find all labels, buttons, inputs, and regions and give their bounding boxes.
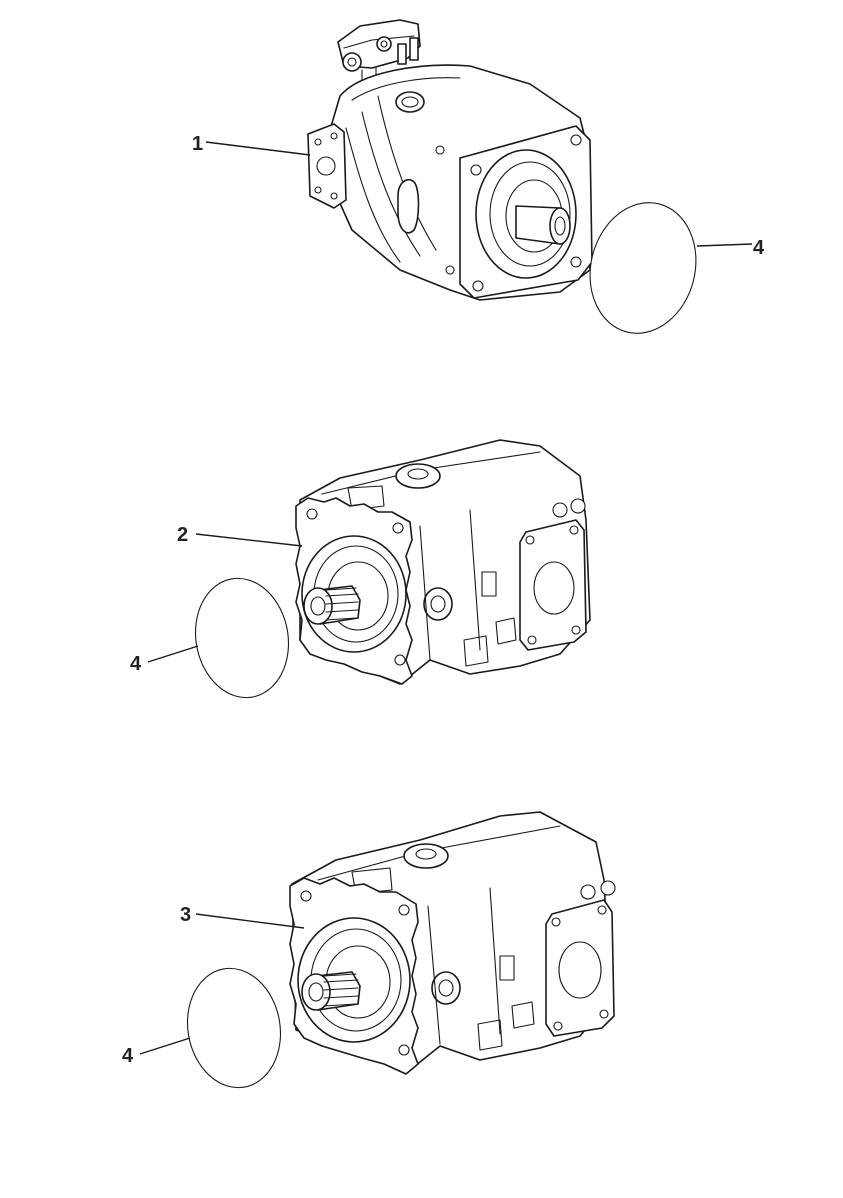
dust-cover-4-middle (194, 577, 290, 699)
leader-4-top (696, 243, 753, 247)
callout-4-top: 4 (753, 237, 765, 259)
dust-cover-4-bottom (186, 967, 282, 1089)
pump-2-drawing (295, 439, 591, 685)
leader-2 (195, 533, 303, 547)
pump-1-drawing (307, 19, 593, 301)
leader-3 (195, 913, 305, 929)
callout-1: 1 (192, 133, 203, 155)
pump-1-control-valve (337, 19, 421, 83)
leader-1 (205, 141, 311, 156)
leader-4-bottom (139, 1037, 191, 1055)
callout-4-middle: 4 (130, 653, 142, 675)
callout-2: 2 (177, 524, 188, 546)
callout-3: 3 (180, 904, 191, 926)
leader-4-middle (147, 645, 199, 663)
dust-cover-4-top (589, 202, 697, 334)
callout-4-bottom: 4 (122, 1045, 134, 1067)
pump-3-drawing (289, 811, 616, 1075)
